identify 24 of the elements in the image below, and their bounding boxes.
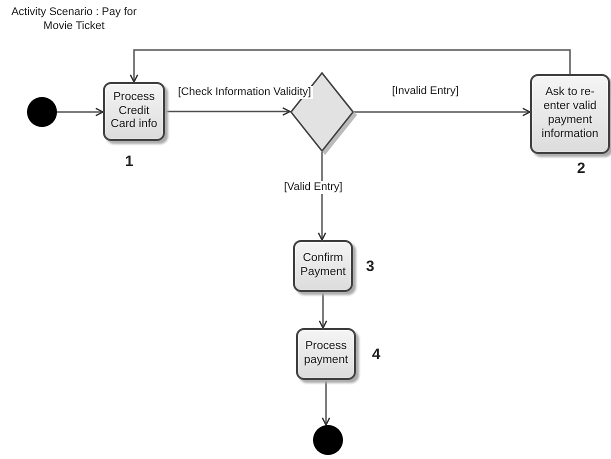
activity-label: Ask to re-enter valid payment information — [540, 86, 600, 142]
arrow — [354, 108, 531, 116]
activity-label: Process Credit Card info — [110, 90, 158, 132]
arrow — [322, 380, 330, 426]
step-number: 4 — [372, 346, 380, 363]
diagram-title: Activity Scenario : Pay for Movie Ticket — [10, 6, 138, 34]
step-number: 3 — [366, 258, 374, 275]
arrow — [130, 49, 571, 83]
arrow — [318, 292, 328, 329]
edge-label: [Invalid Entry] — [390, 85, 461, 98]
step-number: 1 — [125, 153, 134, 170]
activity-box — [103, 82, 165, 141]
arrow — [165, 107, 291, 116]
activity-box — [293, 240, 353, 292]
activity-box — [296, 328, 356, 380]
activity-node-circle — [27, 97, 57, 127]
activity-label: Confirm Payment — [299, 252, 347, 280]
step-number: 2 — [577, 160, 586, 177]
arrow — [57, 108, 104, 116]
activity-label: Process payment — [302, 340, 350, 368]
edge-label: [Check Information Validity] — [176, 86, 314, 100]
edge-label: [Valid Entry] — [282, 181, 344, 194]
activity-node-circle — [313, 425, 343, 455]
activity-box — [530, 74, 610, 154]
